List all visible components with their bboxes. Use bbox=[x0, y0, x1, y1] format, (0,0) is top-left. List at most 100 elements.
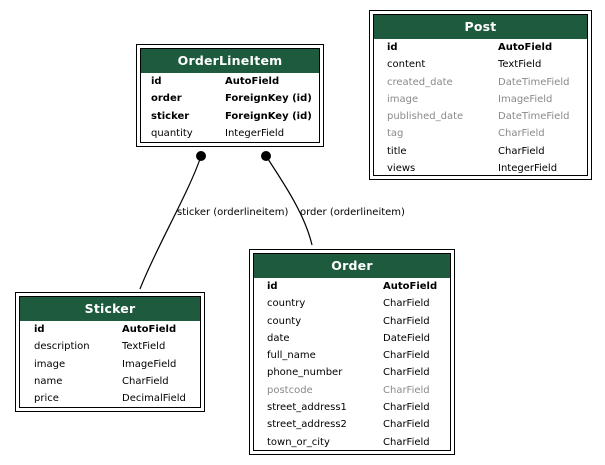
field-row: street_address1 CharField bbox=[254, 399, 450, 416]
field-type: TextField bbox=[498, 59, 542, 71]
model-title: Post bbox=[374, 15, 587, 39]
field-row: id AutoField bbox=[374, 39, 587, 56]
field-type: CharField bbox=[383, 436, 430, 448]
field-type: CharField bbox=[383, 419, 430, 431]
model-order: Order id AutoField country CharField cou… bbox=[249, 249, 455, 455]
field-type: DecimalField bbox=[122, 393, 186, 405]
field-row: full_name CharField bbox=[254, 347, 450, 364]
field-name: order bbox=[151, 93, 182, 105]
model-sticker: Sticker id AutoField description TextFie… bbox=[15, 292, 205, 412]
field-name: views bbox=[387, 163, 416, 175]
field-name: description bbox=[34, 341, 90, 353]
field-name: postcode bbox=[267, 384, 313, 396]
field-row: postcode CharField bbox=[254, 382, 450, 399]
field-name: content bbox=[387, 59, 426, 71]
order-relation-line bbox=[265, 155, 313, 246]
field-row: sticker ForeignKey (id) bbox=[141, 108, 319, 125]
sticker-relation-endpoint bbox=[196, 151, 206, 161]
field-row: phone_number CharField bbox=[254, 364, 450, 381]
field-row: date DateField bbox=[254, 330, 450, 347]
field-row: street_address2 CharField bbox=[254, 416, 450, 433]
field-name: date bbox=[267, 332, 290, 344]
field-row: image ImageField bbox=[374, 91, 587, 108]
field-type: CharField bbox=[383, 298, 430, 310]
field-type: CharField bbox=[383, 350, 430, 362]
field-name: title bbox=[387, 145, 407, 157]
field-type: CharField bbox=[383, 367, 430, 379]
sticker-relation-line bbox=[139, 155, 202, 290]
field-type: CharField bbox=[383, 402, 430, 414]
field-row: content TextField bbox=[374, 56, 587, 73]
field-type: DateField bbox=[383, 332, 430, 344]
field-row: id AutoField bbox=[141, 73, 319, 90]
model-title: Sticker bbox=[20, 297, 200, 321]
field-type: IntegerField bbox=[225, 127, 285, 139]
field-type: ForeignKey (id) bbox=[225, 93, 312, 105]
field-type: CharField bbox=[122, 375, 169, 387]
field-row: published_date DateTimeField bbox=[374, 108, 587, 125]
field-row: id AutoField bbox=[20, 321, 200, 338]
field-type: AutoField bbox=[383, 281, 438, 292]
field-row: order ForeignKey (id) bbox=[141, 90, 319, 107]
field-row: id AutoField bbox=[254, 278, 450, 295]
field-type: AutoField bbox=[122, 324, 177, 335]
field-name: phone_number bbox=[267, 367, 343, 379]
field-row: image ImageField bbox=[20, 356, 200, 373]
field-type: IntegerField bbox=[498, 163, 558, 175]
model-title: Order bbox=[254, 254, 450, 278]
field-name: sticker bbox=[151, 110, 190, 122]
field-type: CharField bbox=[383, 384, 430, 396]
field-name: tag bbox=[387, 128, 404, 140]
field-type: TextField bbox=[122, 341, 166, 353]
field-type: AutoField bbox=[498, 42, 553, 53]
field-type: AutoField bbox=[225, 76, 280, 87]
field-row: county CharField bbox=[254, 313, 450, 330]
field-name: street_address2 bbox=[267, 419, 347, 431]
field-list: id AutoField order ForeignKey (id) stick… bbox=[141, 73, 319, 142]
model-post: Post id AutoField content TextField crea… bbox=[369, 10, 592, 180]
field-row: quantity IntegerField bbox=[141, 125, 319, 142]
field-name: full_name bbox=[267, 350, 316, 362]
sticker-relation-label: sticker (orderlineitem) bbox=[177, 207, 289, 218]
field-name: created_date bbox=[387, 76, 453, 88]
field-name: price bbox=[34, 393, 59, 405]
field-type: DateTimeField bbox=[498, 111, 570, 123]
field-row: title CharField bbox=[374, 143, 587, 160]
field-name: image bbox=[387, 93, 419, 105]
field-name: name bbox=[34, 375, 63, 387]
field-name: county bbox=[267, 315, 302, 327]
model-orderlineitem: OrderLineItem id AutoField order Foreign… bbox=[136, 44, 324, 147]
field-row: views IntegerField bbox=[374, 160, 587, 177]
order-relation-endpoint bbox=[261, 151, 271, 161]
model-title: OrderLineItem bbox=[141, 49, 319, 73]
field-row: tag CharField bbox=[374, 125, 587, 142]
field-name: id bbox=[151, 76, 162, 87]
field-row: price DecimalField bbox=[20, 390, 200, 407]
field-type: DateTimeField bbox=[498, 76, 570, 88]
field-type: CharField bbox=[498, 128, 545, 140]
field-row: description TextField bbox=[20, 338, 200, 355]
field-name: street_address1 bbox=[267, 402, 347, 414]
field-row: country CharField bbox=[254, 295, 450, 312]
field-list: id AutoField content TextField created_d… bbox=[374, 39, 587, 177]
field-name: country bbox=[267, 298, 306, 310]
field-name: quantity bbox=[151, 127, 193, 139]
field-type: ImageField bbox=[498, 93, 553, 105]
order-relation-label: order (orderlineitem) bbox=[300, 207, 405, 218]
field-name: town_or_city bbox=[267, 436, 330, 448]
field-name: published_date bbox=[387, 111, 464, 123]
field-list: id AutoField description TextField image… bbox=[20, 321, 200, 407]
field-type: ImageField bbox=[122, 358, 177, 370]
field-row: created_date DateTimeField bbox=[374, 74, 587, 91]
field-name: image bbox=[34, 358, 66, 370]
field-name: id bbox=[387, 42, 398, 53]
field-name: id bbox=[34, 324, 45, 335]
field-row: name CharField bbox=[20, 373, 200, 390]
field-type: CharField bbox=[498, 145, 545, 157]
field-type: CharField bbox=[383, 315, 430, 327]
field-name: id bbox=[267, 281, 278, 292]
field-row: town_or_city CharField bbox=[254, 434, 450, 451]
field-list: id AutoField country CharField county Ch… bbox=[254, 278, 450, 451]
field-type: ForeignKey (id) bbox=[225, 110, 312, 122]
